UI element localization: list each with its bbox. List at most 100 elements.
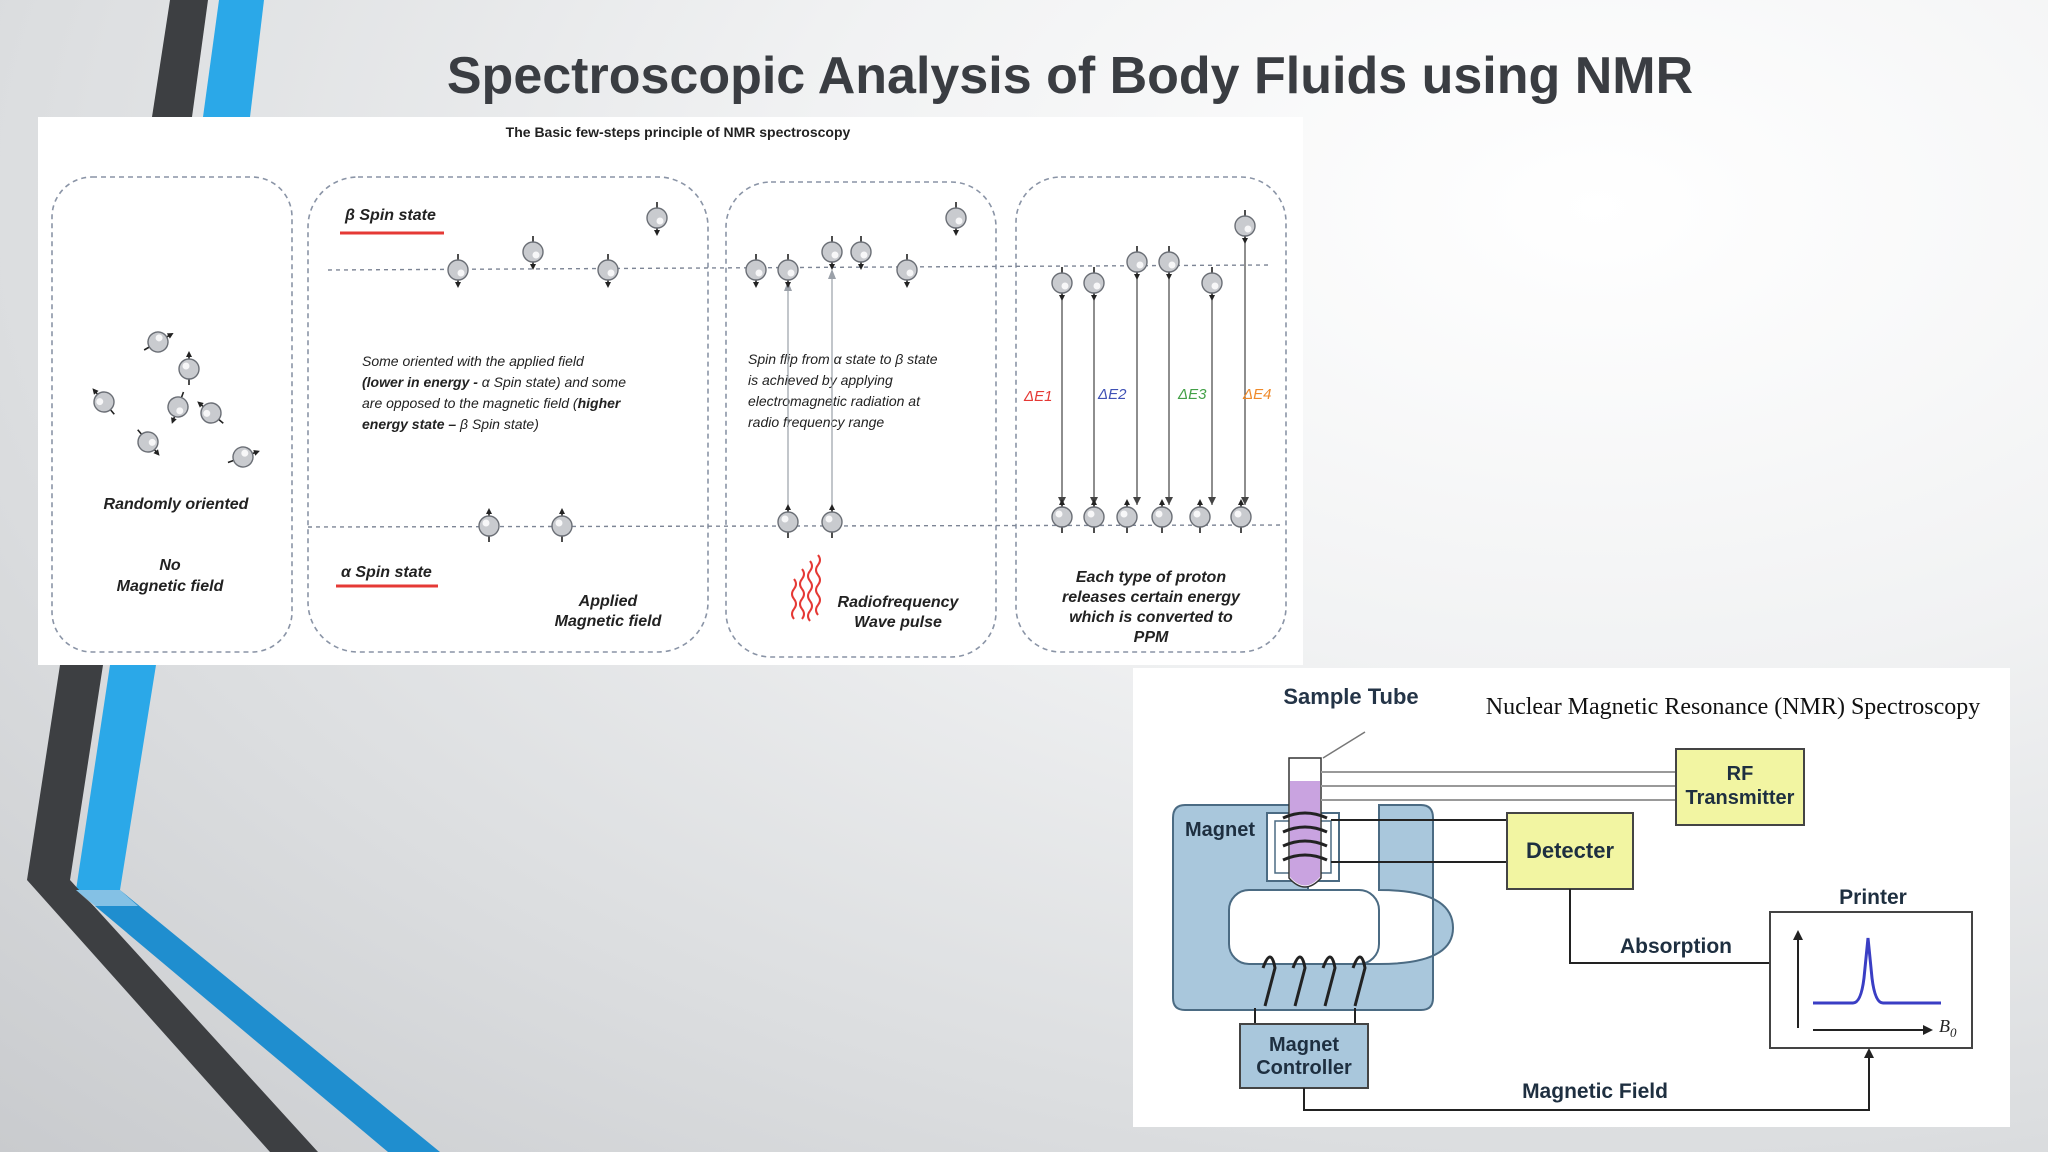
spin-particle (896, 254, 918, 288)
spin-particle (821, 236, 843, 270)
spin-particle (551, 508, 573, 542)
panel4-desc-1: Each type of proton (1076, 569, 1226, 586)
flip-arrowhead-2 (828, 269, 836, 279)
sample-tube-label: Sample Tube (1283, 684, 1418, 709)
relaxation-arrowhead (1241, 497, 1249, 505)
panel4-desc-2: releases certain energy (1062, 589, 1241, 606)
spin-particle (597, 254, 619, 288)
spin-particle (178, 351, 200, 385)
panel2-desc-2: (lower in energy - α Spin state) and som… (362, 374, 626, 390)
spin-particle (1083, 267, 1105, 301)
relaxation-arrowhead (1133, 497, 1141, 505)
delta-e3-label: ΔE3 (1177, 386, 1207, 403)
printer-label: Printer (1839, 886, 1907, 909)
rf-label-2: Wave pulse (854, 614, 942, 631)
spin-particle (478, 508, 500, 542)
rf-label-1: Radiofrequency (838, 594, 960, 611)
rf-wires (1321, 771, 1676, 801)
spin-particle (1083, 499, 1105, 533)
spin-particle (522, 236, 544, 270)
spin-particle (1051, 499, 1073, 533)
panel2-desc-3: are opposed to the magnetic field (highe… (362, 395, 622, 411)
absorption-label: Absorption (1620, 935, 1732, 958)
relaxation-arrowhead (1165, 497, 1173, 505)
relaxation-arrows (1058, 241, 1249, 505)
spin-particle (1189, 499, 1211, 533)
spin-particle (646, 202, 668, 236)
spin-particle (777, 504, 799, 538)
spin-particle (1151, 499, 1173, 533)
delta-e2-label: ΔE2 (1097, 386, 1127, 403)
nmr-principle-diagram: The Basic few-steps principle of NMR spe… (38, 117, 1303, 886)
randomly-oriented-label: Randomly oriented (104, 496, 250, 513)
spin-particle (1116, 499, 1138, 533)
magnet-controller-box (1239, 1023, 1369, 1089)
magnet-gap (1228, 889, 1380, 965)
magnetic-field-arrowhead (1864, 1048, 1874, 1058)
panel4-desc-3: which is converted to (1069, 609, 1233, 626)
spin-particle (1051, 267, 1073, 301)
nmr-peak (1813, 937, 1941, 1005)
panel3-desc-4: radio frequency range (748, 414, 884, 430)
panel-relaxation (1015, 176, 1287, 653)
principle-svg: The Basic few-steps principle of NMR spe… (51, 124, 1287, 886)
nmr-apparatus-diagram: Nuclear Magnetic Resonance (NMR) Spectro… (1133, 668, 2010, 1127)
relaxation-arrowhead (1208, 497, 1216, 505)
sample-coil (1282, 811, 1328, 862)
spin-particle (1201, 267, 1223, 301)
spin-particle (143, 331, 174, 353)
printer-x-arrowhead (1923, 1025, 1933, 1035)
detector-label: Detecter (1526, 838, 1614, 863)
panel-no-field (51, 176, 293, 653)
spin-particle (227, 446, 260, 468)
spin-particle (1234, 210, 1256, 244)
rf-transmitter-label-2: Transmitter (1686, 787, 1795, 809)
apparatus-svg: Nuclear Magnetic Resonance (NMR) Spectro… (1172, 684, 1981, 1111)
rf-transmitter-label-1: RF (1727, 763, 1754, 785)
magnet-label: Magnet (1185, 819, 1255, 841)
spin-particle (745, 254, 767, 288)
spin-particle (1230, 499, 1252, 533)
lower-chevron (27, 665, 440, 1152)
delta-e4-label: ΔE4 (1242, 386, 1271, 403)
absorption-line (1569, 889, 1779, 964)
rf-wave-icon (791, 554, 821, 622)
spin-particle (92, 388, 115, 415)
no-field-label-1: No (159, 557, 181, 574)
panel2-desc-1: Some oriented with the applied field (362, 353, 585, 369)
panel3-desc-3: electromagnetic radiation at (748, 393, 921, 409)
panel-rf-pulse (725, 181, 997, 658)
magnet-coil (1261, 955, 1367, 1007)
sample-tube-pointer (1322, 731, 1366, 759)
controller-label-2: Controller (1256, 1057, 1352, 1079)
panel2-desc-4: energy state – β Spin state) (362, 416, 539, 432)
spin-particle (821, 504, 843, 538)
apparatus-title: Nuclear Magnetic Resonance (NMR) Spectro… (1486, 694, 1981, 720)
upper-stripes (152, 0, 264, 117)
panel-applied-field (307, 176, 709, 653)
panel3-desc-1: Spin flip from α state to β state (748, 351, 938, 367)
spin-particles (92, 202, 1256, 542)
delta-e1-label: ΔE1 (1023, 388, 1052, 405)
spin-particle (197, 401, 224, 424)
spin-particle (945, 202, 967, 236)
spin-particle (1158, 246, 1180, 280)
spin-particle (777, 254, 799, 288)
controller-label-1: Magnet (1269, 1034, 1339, 1056)
b0-axis-label: B0 (1939, 1016, 1957, 1040)
alpha-level-line (307, 524, 1284, 528)
printer-y-arrowhead (1793, 930, 1803, 940)
no-field-label-2: Magnetic field (117, 578, 225, 595)
slide-title: Spectroscopic Analysis of Body Fluids us… (446, 47, 1694, 105)
panel3-desc-2: is achieved by applying (748, 372, 893, 388)
spin-particle (137, 429, 160, 456)
magnetic-field-line (1303, 1053, 1870, 1111)
panel4-desc-4: PPM (1134, 629, 1169, 646)
spin-particle (1126, 246, 1148, 280)
sample-liquid (1290, 781, 1320, 886)
applied-label-2: Magnetic field (555, 613, 663, 630)
rf-transmitter-box (1675, 748, 1805, 826)
alpha-spin-label: α Spin state (341, 564, 432, 581)
beta-spin-label: β Spin state (344, 207, 436, 224)
